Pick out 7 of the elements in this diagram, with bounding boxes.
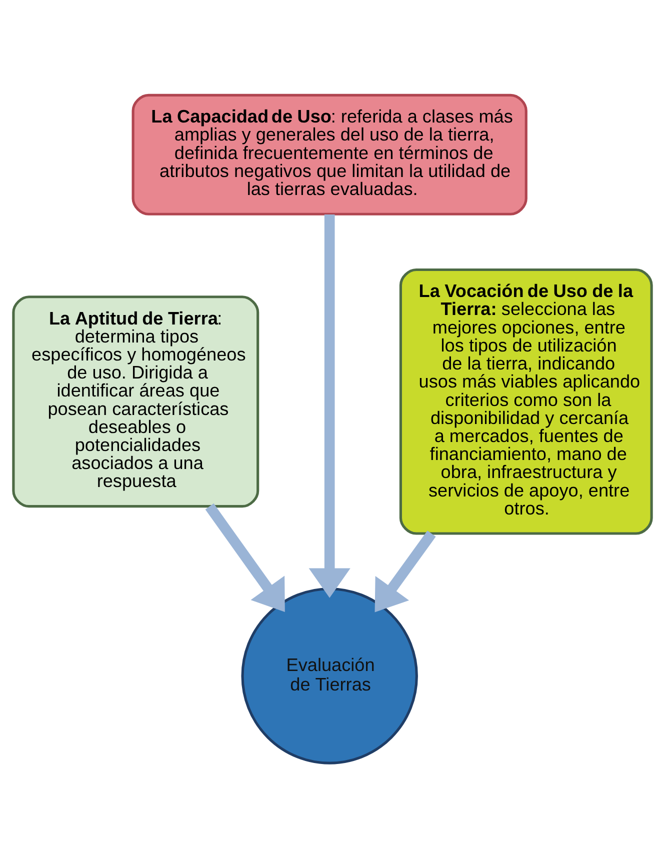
node-circle: Evaluación de Tierras: [241, 588, 418, 764]
arrow: [205, 503, 285, 612]
arrow: [308, 214, 350, 598]
arrow: [374, 530, 436, 612]
node-box: La Aptitud de Tierra: determina tipos específicos y homogéneos de uso. Dirigida a identificar áreas que posean características deseables o potencialidades asociados a una respuesta: [12, 296, 260, 508]
node-box: La Capacidad de Uso: referida a clases más amplias y generales del uso de la tierra, definida frecuentemente en términos de atributos negativos que limitan la utilidad de las tierras evaluadas.: [132, 94, 528, 216]
node-box: La Vocación de Uso de la Tierra: selecciona las mejores opciones, entre los tipos de utilización de la tierra, indicando usos más viables aplicando criterios como son la disponibilidad y cercanía a mercados, fuentes de financiamiento, mano de obra, infraestructura y servicios de apoyo, entre otros.: [399, 268, 653, 535]
